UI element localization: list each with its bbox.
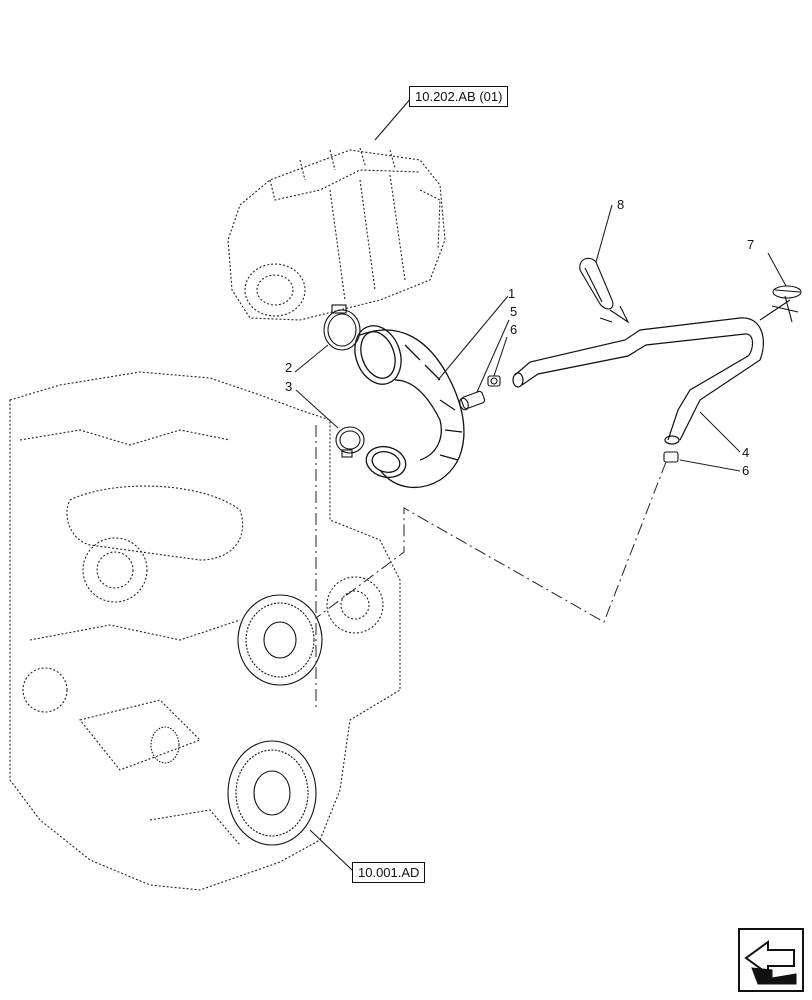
next-page-arrow-icon[interactable]	[738, 928, 804, 992]
callout-6-lower: 6	[742, 463, 750, 478]
arrow-graphic	[738, 928, 804, 992]
callout-3: 3	[285, 379, 293, 394]
part-8-cable-tie	[579, 257, 614, 310]
part-6-upper-fitting	[487, 375, 501, 387]
pulleys	[150, 594, 323, 846]
callout-1: 1	[508, 286, 516, 301]
part-5-fitting	[459, 390, 486, 411]
engine-reference-box[interactable]: 10.001.AD	[352, 862, 426, 883]
callout-5: 5	[510, 304, 518, 319]
part-7-cable-tie	[772, 285, 802, 299]
callout-6-upper: 6	[510, 322, 518, 337]
part-1-intake-hose	[354, 325, 465, 489]
connection-line	[315, 461, 667, 623]
callout-8: 8	[617, 197, 625, 212]
part-3-clamp	[335, 426, 365, 458]
engine-phantom	[9, 371, 401, 891]
air-cleaner-phantom	[227, 147, 446, 321]
callout-7: 7	[747, 237, 755, 252]
callout-2: 2	[285, 360, 293, 375]
air-cleaner-reference-label: 10.202.AB (01)	[415, 89, 503, 104]
air-cleaner-reference-box[interactable]: 10.202.AB (01)	[409, 86, 509, 107]
callout-4: 4	[742, 445, 750, 460]
engine-reference-label: 10.001.AD	[358, 865, 420, 880]
part-4-breather-hose	[512, 317, 764, 445]
part-2-clamp	[323, 304, 361, 351]
part-6-lower-fitting	[663, 451, 679, 463]
